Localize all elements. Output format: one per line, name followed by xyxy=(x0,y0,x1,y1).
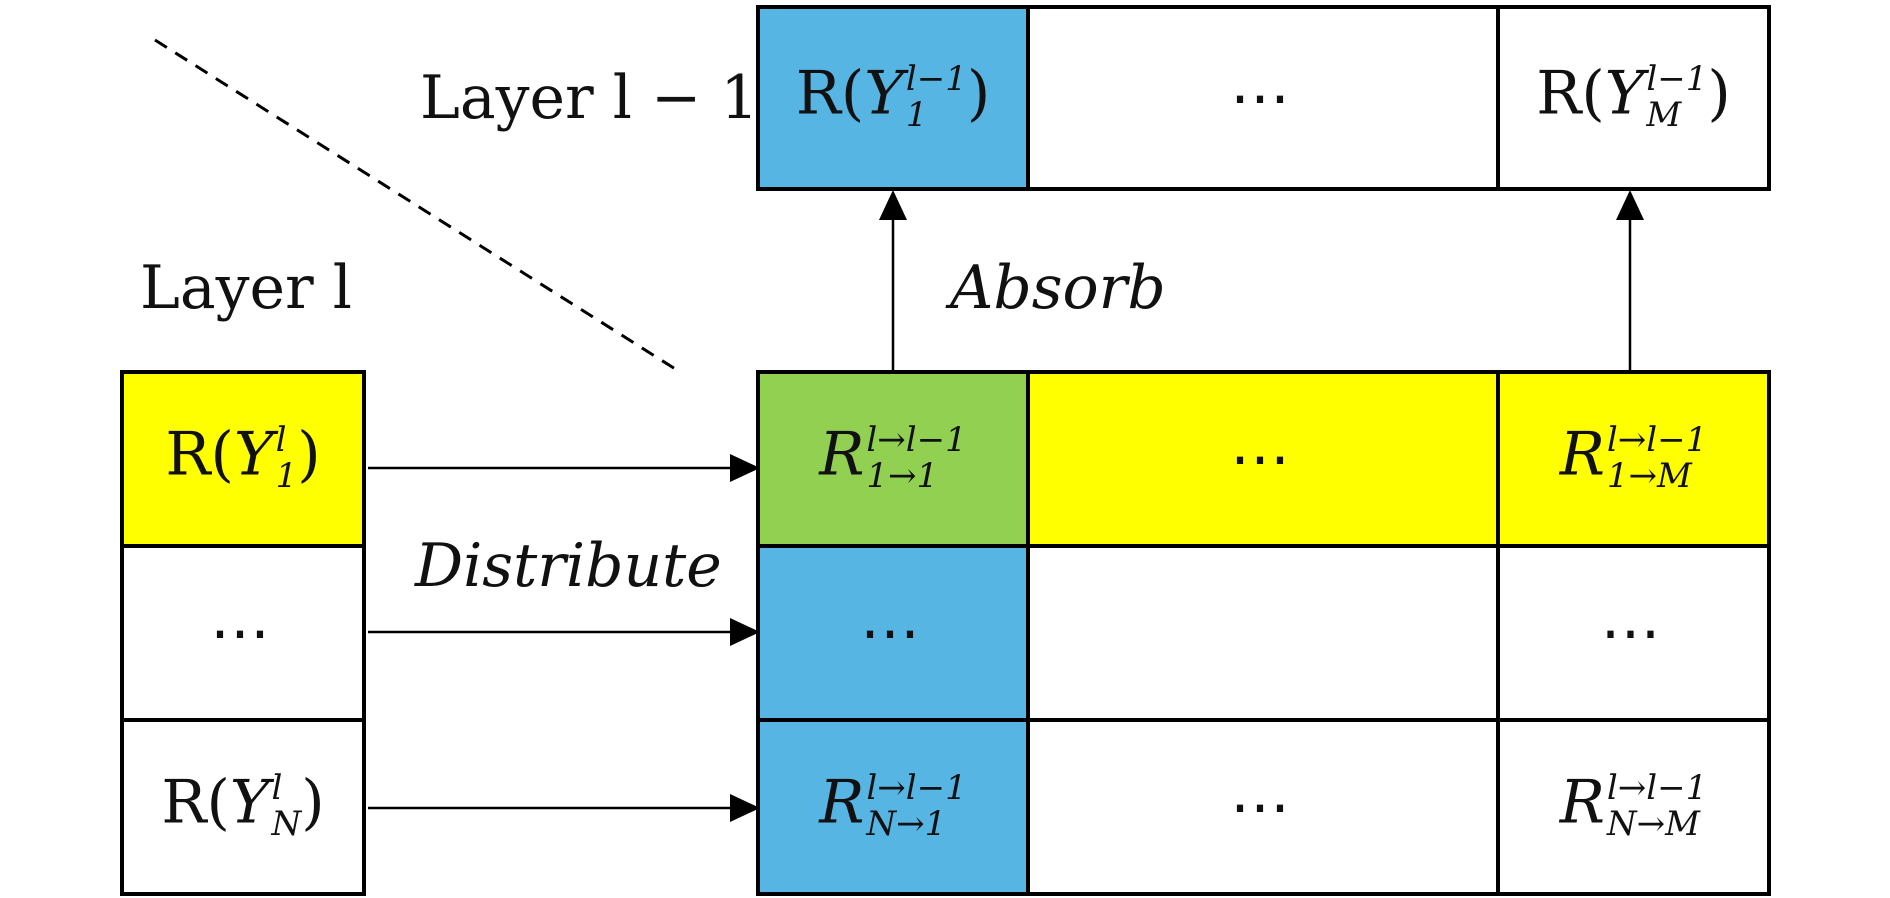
ellipsis-icon: ⋯ xyxy=(1600,598,1667,668)
matrix-cell-r2c2 xyxy=(1026,544,1500,722)
ellipsis-icon: ⋯ xyxy=(1230,772,1296,842)
matrix-cell-r1c2: ⋯ xyxy=(1026,370,1500,548)
ellipsis-icon: ⋯ xyxy=(210,598,276,668)
distribute-label: Distribute xyxy=(415,531,722,601)
absorb-arrowhead-left xyxy=(879,190,907,220)
ellipsis-icon: ⋯ xyxy=(860,598,926,668)
top-cell-middle: ⋯ xyxy=(1026,5,1500,191)
matrix-cell-r2c1: ⋯ xyxy=(756,544,1030,722)
layer-l-label: Layer l xyxy=(140,253,352,323)
distribute-arrowhead-3 xyxy=(730,794,760,822)
layer-l-minus-1-label: Layer l − 1 xyxy=(420,63,759,133)
matrix-cell-r2c3: ⋯ xyxy=(1496,544,1771,722)
ellipsis-icon: ⋯ xyxy=(1230,424,1296,494)
distribute-arrowhead-1 xyxy=(730,454,760,482)
matrix-cell-r3c2: ⋯ xyxy=(1026,718,1500,896)
distribute-arrowhead-2 xyxy=(730,618,760,646)
ellipsis-icon: ⋯ xyxy=(1230,63,1296,133)
absorb-arrowhead-right xyxy=(1616,190,1644,220)
layer-separator-dashed-line xyxy=(154,38,681,374)
absorb-label: Absorb xyxy=(950,253,1166,323)
left-cell-middle: ⋯ xyxy=(120,544,366,722)
